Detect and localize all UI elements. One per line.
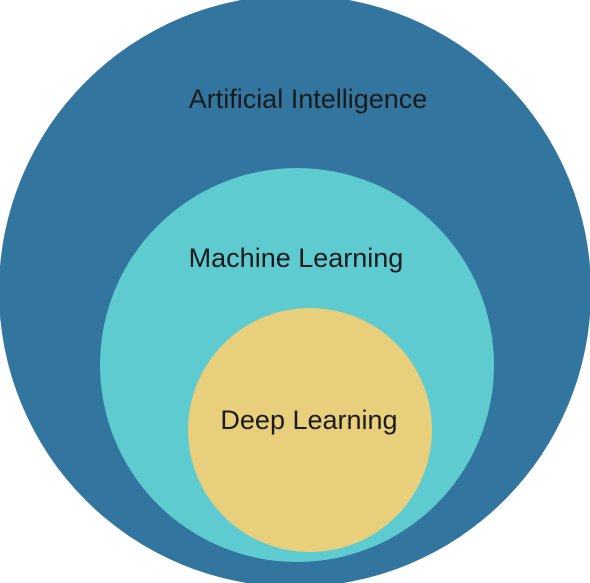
ml-label: Machine Learning xyxy=(189,243,404,273)
ai-label: Artificial Intelligence xyxy=(189,84,428,114)
dl-label: Deep Learning xyxy=(220,405,397,435)
dl-circle xyxy=(188,308,432,552)
